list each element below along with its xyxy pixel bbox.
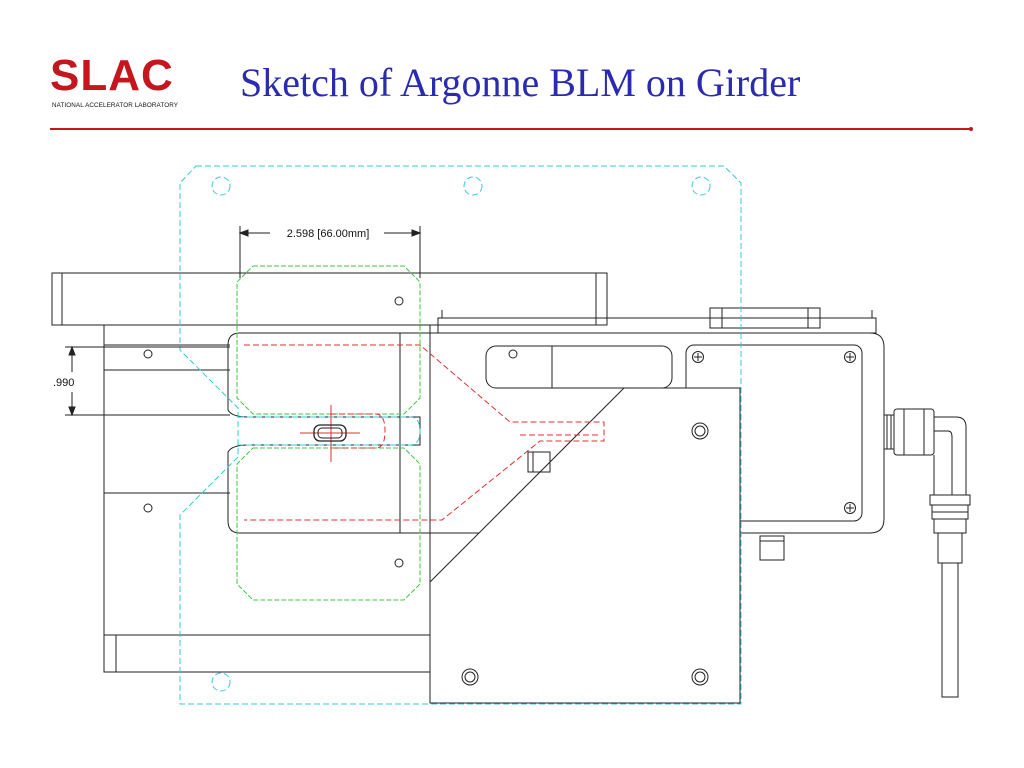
- blm-housing: [227, 296, 885, 568]
- title-rule: [50, 127, 973, 131]
- slac-logo: SLAC NATIONAL ACCELERATOR LABORATORY: [50, 52, 226, 114]
- mounting-plate-outline: [179, 165, 742, 705]
- internal-channel-hidden-lines: [244, 344, 605, 521]
- slide-title: Sketch of Argonne BLM on Girder: [240, 60, 801, 105]
- angled-support-plate: [429, 387, 741, 704]
- cable-assembly: [883, 408, 971, 698]
- logo-subtitle: NATIONAL ACCELERATOR LABORATORY: [52, 102, 179, 109]
- girder-base: [51, 272, 608, 673]
- bottom-connector: [527, 451, 785, 561]
- height-dimension: [65, 345, 230, 417]
- detector-outline: [236, 265, 421, 601]
- sensor-crosshair: [300, 405, 360, 462]
- width-dimension: [238, 226, 422, 278]
- width-dimension-label: 2.598 [66.00mm]: [287, 228, 370, 240]
- logo-wordmark: SLAC: [50, 51, 174, 100]
- height-dimension-label: .990: [53, 377, 74, 389]
